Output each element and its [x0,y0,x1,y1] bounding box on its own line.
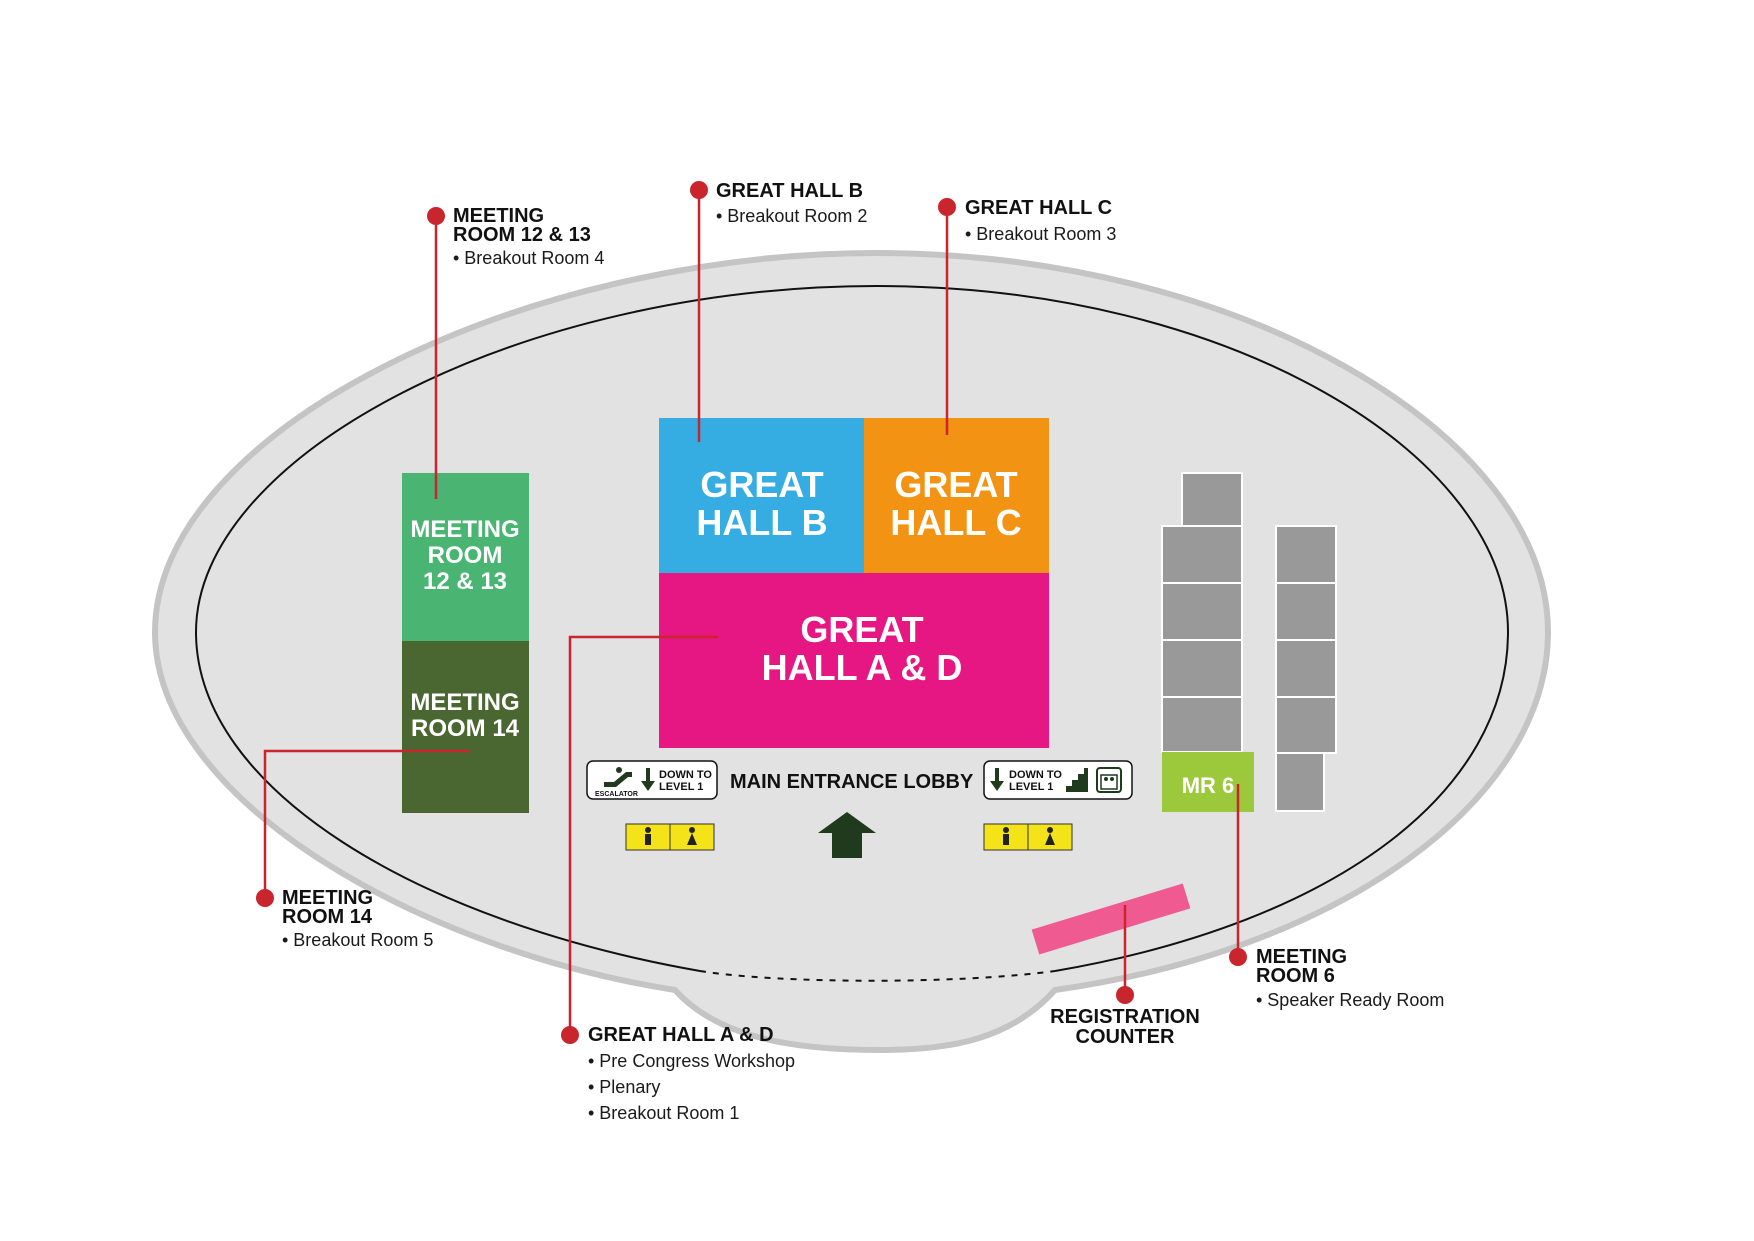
callout-registration-title-1: REGISTRATION [1050,1006,1200,1028]
callout-meeting-room-14-item: • Breakout Room 5 [282,930,433,950]
meeting-room-12-13-label-3: 12 & 13 [423,568,507,595]
callout-meeting-room-12-13-title-1: MEETING [453,205,544,227]
callout-great-hall-c-title: GREAT HALL C [965,197,1112,219]
great-hall-c-label-1: GREAT [894,464,1017,505]
registration-counter[interactable] [1031,883,1191,955]
gray-room [1161,582,1243,641]
great-hall-b[interactable] [659,418,864,573]
gray-room [1275,639,1337,698]
restroom-sign-right [983,823,1073,851]
callout-great-hall-a-d-item-3: • Breakout Room 1 [588,1103,739,1123]
inner-walkway-dashed [699,970,1056,982]
callout-meeting-room-12-13-title-2: ROOM 12 & 13 [453,224,591,246]
escalator-sign-line-1: DOWN TO [659,769,712,781]
stairs-icon [1066,768,1088,792]
callout-meeting-room-14-title-1: MEETING [282,887,373,909]
great-hall-a-d-label-1: GREAT [800,609,923,650]
great-hall-b-label-1: GREAT [700,464,823,505]
callout-great-hall-b-title: GREAT HALL B [716,180,863,202]
stairs-lift-sign: DOWN TO LEVEL 1 [983,760,1133,800]
great-hall-a-d-label-2: HALL A & D [762,647,963,688]
callout-great-hall-b-item: • Breakout Room 2 [716,206,867,226]
callout-dot [561,1026,579,1044]
callout-registration-title-2: COUNTER [1076,1026,1175,1048]
stairs-sign-line-1: DOWN TO [1009,769,1062,781]
male-restroom-icon [1003,827,1009,845]
escalator-sign-line-2: LEVEL 1 [659,781,703,793]
meeting-room-14-label-2: ROOM 14 [411,715,520,742]
callout-dot [690,181,708,199]
up-arrow-icon [818,812,876,858]
female-restroom-icon [1045,827,1055,845]
down-arrow-icon [641,768,655,791]
gray-room [1275,696,1337,754]
callout-great-hall-c-item: • Breakout Room 3 [965,224,1116,244]
callout-dot [938,198,956,216]
male-restroom-icon [645,827,651,845]
callout-great-hall-a-d-item-1: • Pre Congress Workshop [588,1051,795,1071]
gray-room [1161,639,1243,698]
callout-dot [1116,986,1134,1004]
callout-meeting-room-6-title-1: MEETING [1256,946,1347,968]
callout-lines [263,190,1240,1035]
callout-meeting-room-12-13-item: • Breakout Room 4 [453,248,604,268]
great-hall-c-label-2: HALL C [890,502,1021,543]
gray-service-rooms [1161,472,1337,812]
callout-meeting-room-6-item: • Speaker Ready Room [1256,990,1444,1010]
callout-dot [256,889,274,907]
callout-great-hall-a-d-item-2: • Plenary [588,1077,660,1097]
mr6-label: MR 6 [1182,773,1235,798]
restroom-sign-left [625,823,715,851]
great-hall-b-label-2: HALL B [696,502,827,543]
callout-dot [427,207,445,225]
callout-great-hall-a-d-title: GREAT HALL A & D [588,1024,774,1046]
callout-dots [256,181,1247,1044]
meeting-room-14-label-1: MEETING [410,689,519,716]
meeting-room-14[interactable] [402,641,529,813]
escalator-caption: ESCALATOR [595,791,638,798]
gray-room [1181,472,1243,527]
callout-line-great-hall-a-d [568,635,718,1035]
gray-room [1275,525,1337,584]
lift-icon [1096,767,1122,793]
stairs-sign-line-2: LEVEL 1 [1009,781,1053,793]
callout-meeting-room-6-title-2: ROOM 6 [1256,965,1335,987]
inner-walkway-line [194,284,1510,972]
great-hall-c[interactable] [864,418,1049,573]
meeting-room-12-13[interactable] [402,473,529,641]
gray-room [1275,752,1325,812]
gray-room [1275,582,1337,641]
escalator-sign: ESCALATOR DOWN TO LEVEL 1 [586,760,718,800]
great-hall-a-d[interactable] [659,573,1049,748]
callout-meeting-room-14-title-2: ROOM 14 [282,906,373,928]
meeting-room-12-13-label-2: ROOM [428,542,503,569]
down-arrow-icon [990,768,1004,791]
gray-room [1161,525,1243,584]
callout-dot [1229,948,1247,966]
gray-room [1161,696,1243,753]
callout-line-meeting-room-14 [263,749,469,898]
female-restroom-icon [687,827,697,845]
main-entrance-lobby-label: MAIN ENTRANCE LOBBY [730,771,974,793]
meeting-room-12-13-label-1: MEETING [410,516,519,543]
escalator-icon [604,767,632,787]
